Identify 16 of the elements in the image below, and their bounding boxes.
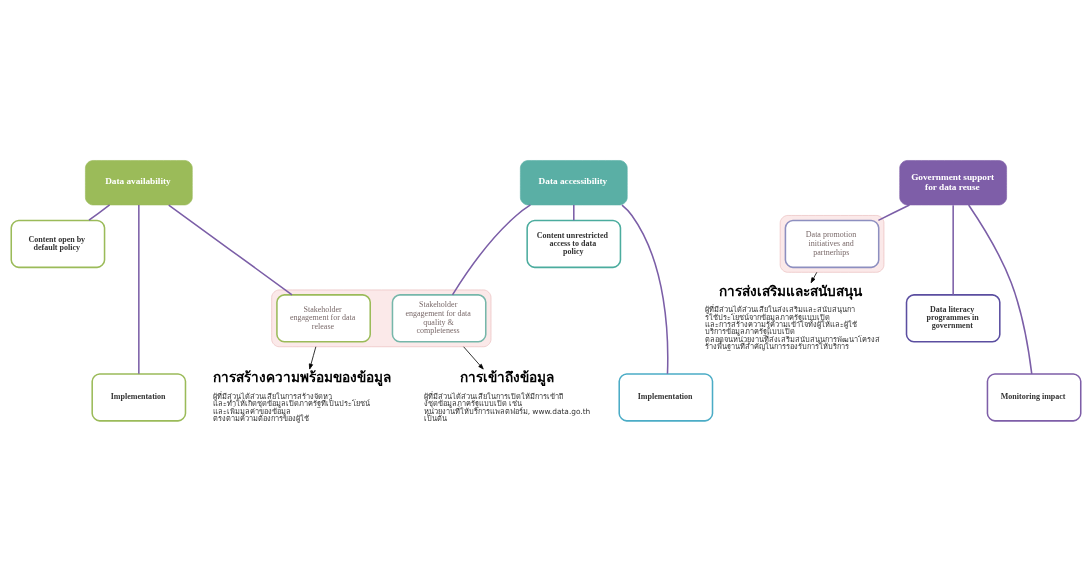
arrow bbox=[308, 346, 317, 370]
cluster bbox=[271, 289, 492, 348]
connector bbox=[621, 204, 669, 375]
node-box: Data availability bbox=[85, 160, 193, 206]
connector bbox=[138, 204, 140, 375]
connector bbox=[967, 204, 1033, 375]
connector bbox=[573, 204, 575, 221]
connector bbox=[167, 204, 293, 296]
connector bbox=[952, 204, 954, 296]
node-box: Government support for data reuse bbox=[899, 160, 1007, 206]
node-box: Data accessibility bbox=[520, 160, 628, 206]
arrow bbox=[810, 271, 818, 284]
connector bbox=[451, 204, 532, 296]
connector bbox=[88, 204, 111, 221]
arrow bbox=[463, 346, 484, 370]
connector bbox=[877, 204, 911, 222]
